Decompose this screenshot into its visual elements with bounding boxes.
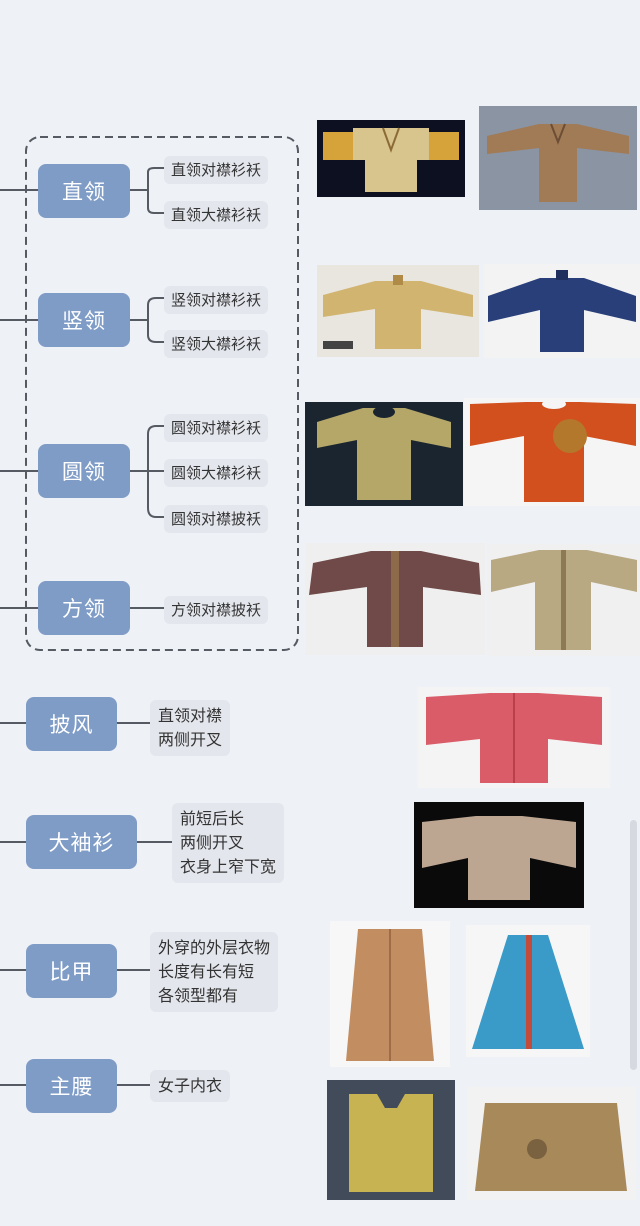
leaf-item[interactable]: 圆领对襟衫袄 bbox=[164, 414, 269, 442]
group-node-fangling[interactable]: 方领 bbox=[38, 581, 130, 635]
leaf-item[interactable]: 圆领对襟披袄 bbox=[164, 505, 269, 533]
leaf-item[interactable]: 竖领大襟衫袄 bbox=[164, 330, 269, 358]
garment-photo bbox=[479, 106, 637, 210]
note-line: 各领型都有 bbox=[158, 986, 239, 1005]
garment-photo bbox=[484, 264, 640, 358]
group-node-zhiling[interactable]: 直领 bbox=[38, 164, 130, 218]
garment-photo bbox=[464, 398, 640, 506]
garment-photo bbox=[305, 543, 485, 655]
garment-photo bbox=[414, 802, 584, 908]
garment-photo bbox=[330, 921, 450, 1067]
garment-photo bbox=[487, 544, 640, 656]
note-box-zhuyao: 女子内衣 bbox=[150, 1070, 231, 1102]
leaf-item[interactable]: 直领对襟衫袄 bbox=[164, 156, 269, 184]
node-bijia[interactable]: 比甲 bbox=[26, 944, 117, 998]
node-zhuyao[interactable]: 主腰 bbox=[26, 1059, 117, 1113]
note-line: 女子内衣 bbox=[158, 1076, 223, 1095]
leaf-item[interactable]: 圆领大襟衫袄 bbox=[164, 459, 269, 487]
note-box-daxiushan: 前短后长 两侧开叉 衣身上窄下宽 bbox=[172, 803, 285, 883]
garment-photo bbox=[317, 120, 465, 197]
garment-photo bbox=[305, 402, 463, 506]
note-line: 前短后长 bbox=[180, 809, 245, 828]
note-line: 两侧开叉 bbox=[158, 730, 223, 749]
garment-photo bbox=[327, 1080, 455, 1200]
node-daxiushan[interactable]: 大袖衫 bbox=[26, 815, 137, 869]
group-node-yuanling[interactable]: 圆领 bbox=[38, 444, 130, 498]
scrollbar[interactable] bbox=[630, 820, 637, 1070]
group-node-shuling[interactable]: 竖领 bbox=[38, 293, 130, 347]
note-box-bijia: 外穿的外层衣物 长度有长有短 各领型都有 bbox=[150, 932, 279, 1012]
garment-photo bbox=[317, 265, 479, 357]
note-box-pifeng: 直领对襟 两侧开叉 bbox=[150, 700, 231, 756]
leaf-item[interactable]: 竖领对襟衫袄 bbox=[164, 286, 269, 314]
garment-photo bbox=[466, 925, 590, 1057]
note-line: 直领对襟 bbox=[158, 706, 223, 725]
note-line: 两侧开叉 bbox=[180, 833, 245, 852]
leaf-item[interactable]: 方领对襟披袄 bbox=[164, 596, 269, 624]
note-line: 衣身上窄下宽 bbox=[180, 857, 277, 876]
garment-photo bbox=[418, 687, 610, 788]
note-line: 长度有长有短 bbox=[158, 962, 255, 981]
leaf-item[interactable]: 直领大襟衫袄 bbox=[164, 201, 269, 229]
node-pifeng[interactable]: 披风 bbox=[26, 697, 117, 751]
note-line: 外穿的外层衣物 bbox=[158, 938, 271, 957]
garment-photo bbox=[467, 1087, 636, 1200]
